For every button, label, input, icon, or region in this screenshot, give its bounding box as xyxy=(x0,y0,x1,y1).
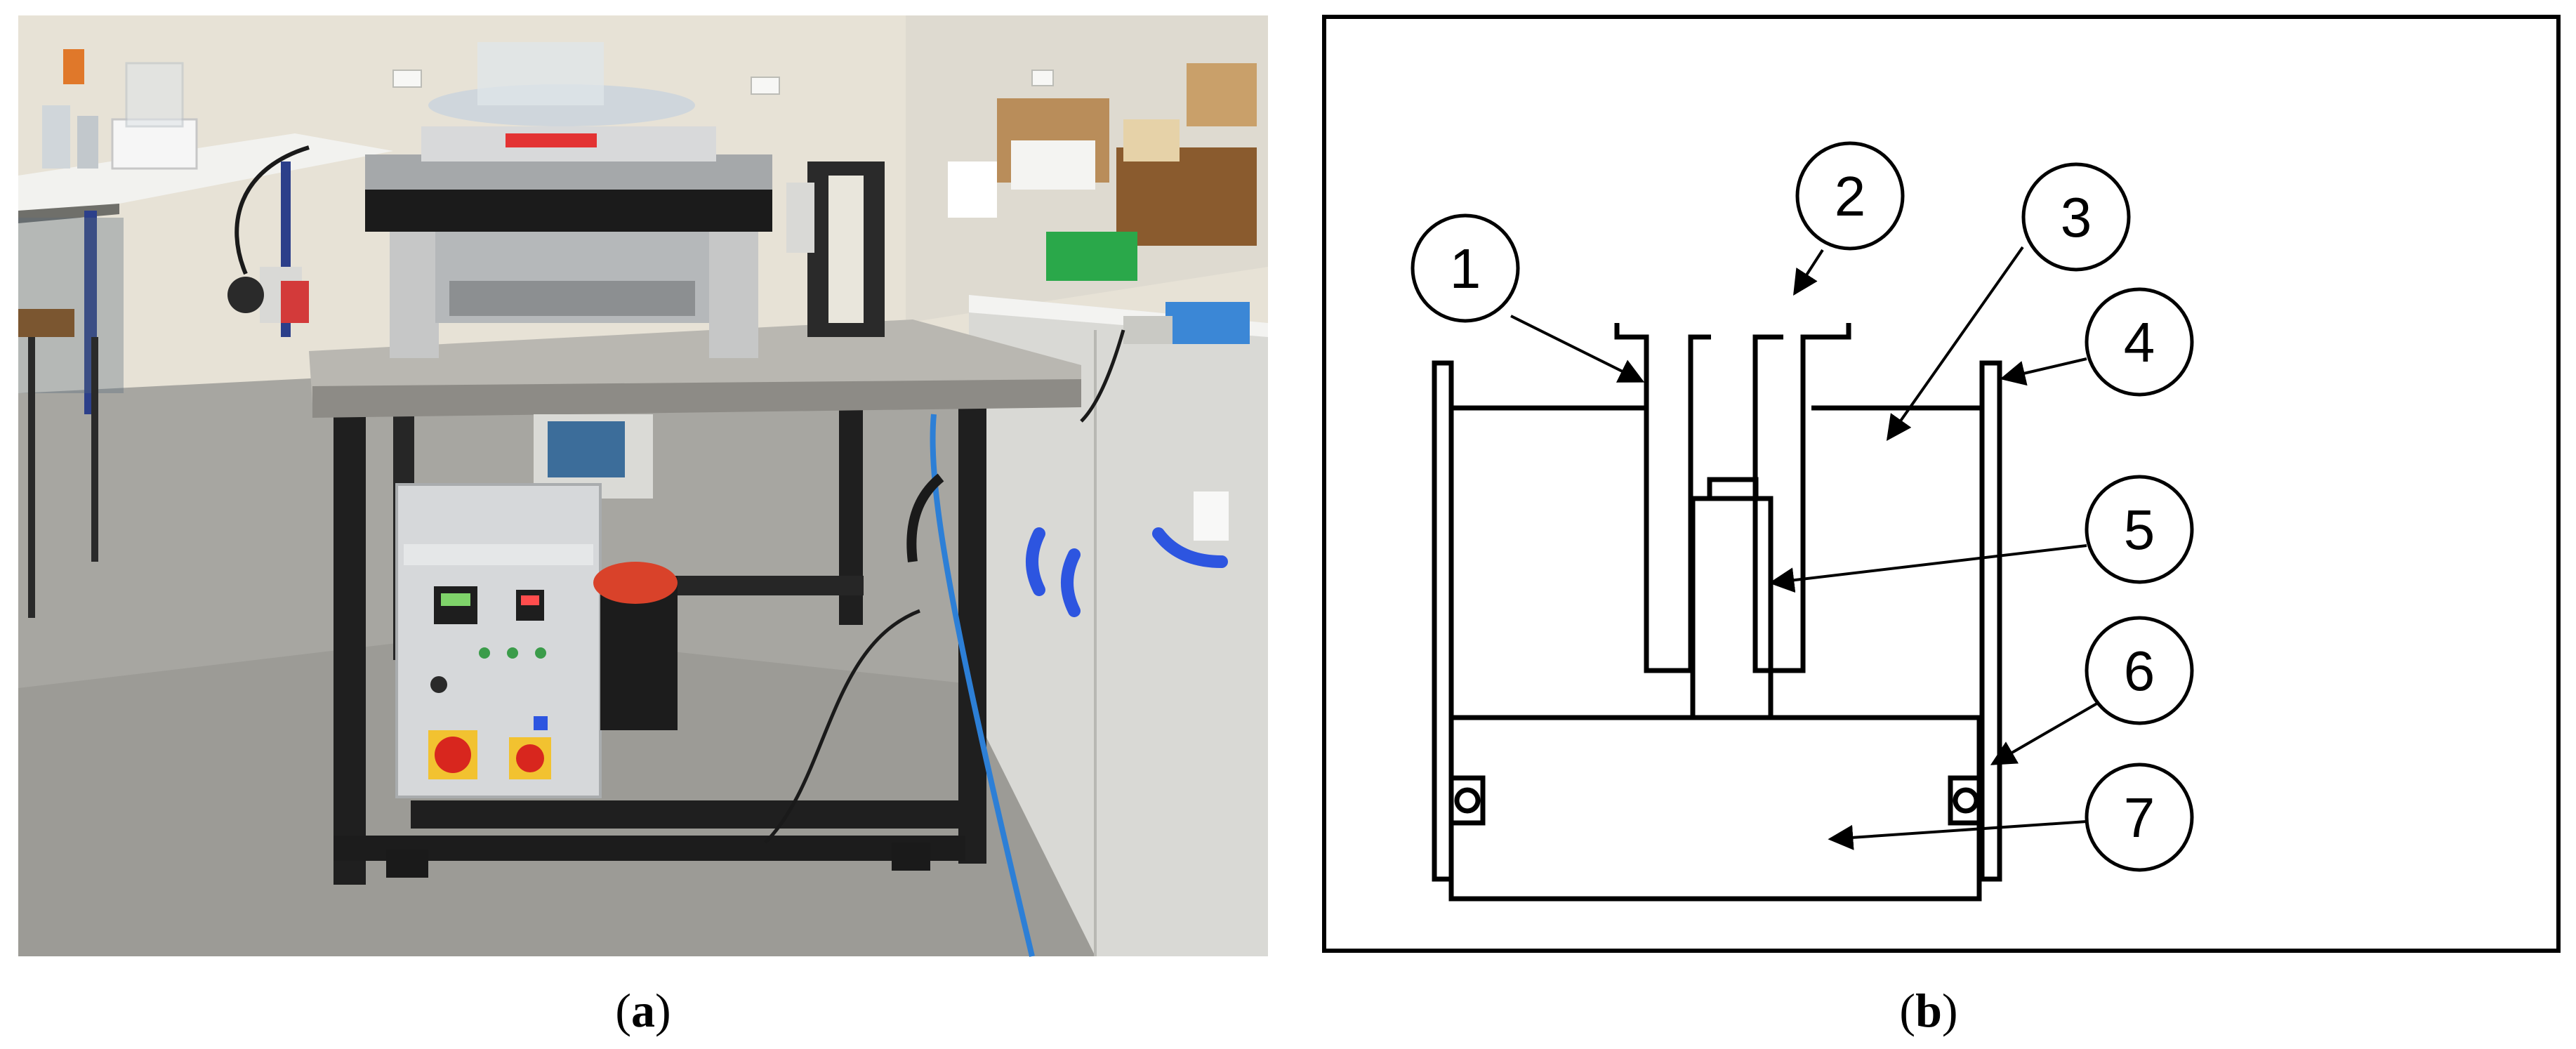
callout-label-5: 5 xyxy=(2124,499,2155,561)
callout-circle-5 xyxy=(2085,475,2194,584)
leader-arrow-2 xyxy=(1793,249,1824,296)
callout-label-6: 6 xyxy=(2124,640,2155,702)
right-roller xyxy=(1953,787,1979,814)
callout-circle-4 xyxy=(2085,287,2194,397)
right-guide-rail xyxy=(1979,360,2002,882)
callout-label-3: 3 xyxy=(2061,186,2092,249)
cables xyxy=(764,329,1125,957)
callout-label-2: 2 xyxy=(1835,165,1866,227)
lab-stool xyxy=(18,309,98,618)
left-roller-housing xyxy=(1448,775,1486,826)
right-die-wall xyxy=(1752,323,1851,673)
leader-arrow-5 xyxy=(1769,544,2087,593)
leader-arrow-3 xyxy=(1886,246,2024,441)
left-guide-rail xyxy=(1432,360,1454,882)
schematic-diagram xyxy=(1322,15,2561,953)
callout-label-4: 4 xyxy=(2124,311,2155,374)
right-roller-housing xyxy=(1948,775,1985,826)
leader-arrow-7 xyxy=(1828,820,2087,850)
callout-circle-6 xyxy=(2085,616,2194,725)
leader-arrow-6 xyxy=(1990,701,2101,765)
ram-neck xyxy=(1707,477,1759,501)
callout-circle-7 xyxy=(2085,763,2194,872)
caption-b: (b) xyxy=(1899,984,1957,1037)
background-boxes xyxy=(948,63,1257,281)
leader-arrow-4 xyxy=(2000,357,2087,386)
right-cabinets xyxy=(969,295,1268,956)
callout-circle-2 xyxy=(1795,141,1905,251)
callout-labels: 1 2 3 4 5 6 7 xyxy=(1450,165,2155,849)
lab-photo xyxy=(18,15,1268,957)
ram-piston xyxy=(1690,496,1774,720)
callout-label-7: 7 xyxy=(2124,786,2155,849)
callout-label-1: 1 xyxy=(1450,237,1481,300)
press-machine xyxy=(227,42,1081,885)
schematic-frame xyxy=(1322,15,2561,953)
callout-circle-1 xyxy=(1411,213,1520,323)
left-die-wall xyxy=(1614,323,1711,673)
callout-circle-3 xyxy=(2021,162,2131,272)
moving-platen xyxy=(1448,715,1982,902)
left-roller xyxy=(1454,787,1481,814)
leader-arrow-1 xyxy=(1510,315,1645,383)
caption-a: (a) xyxy=(615,984,671,1037)
